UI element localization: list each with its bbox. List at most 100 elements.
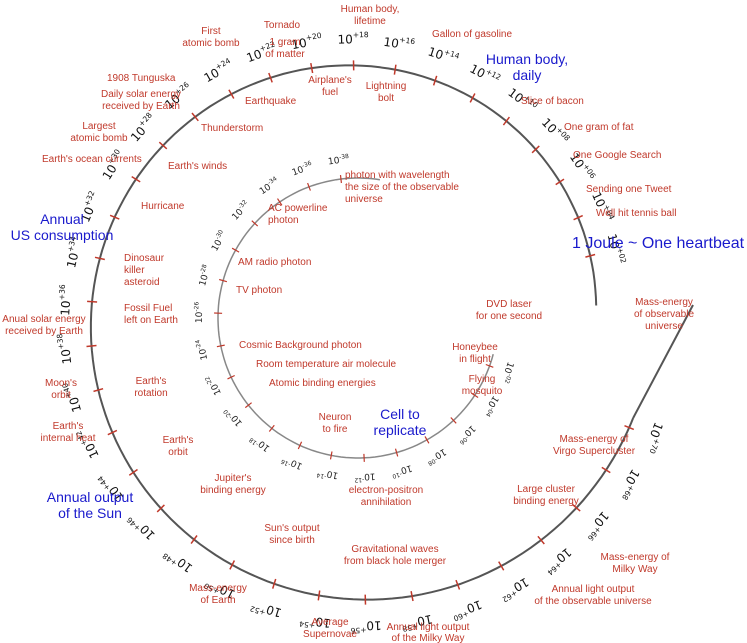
outer-tick-mark bbox=[624, 425, 635, 431]
outer-spiral-tail bbox=[632, 304, 694, 419]
outer-tick-mark bbox=[317, 590, 321, 601]
inner-tick-label: 10-16 bbox=[280, 453, 304, 473]
outer-tick-mark bbox=[432, 75, 438, 86]
annotation-tennis-ball: Well hit tennis ball bbox=[596, 208, 676, 219]
inner-tick-mark bbox=[216, 344, 225, 348]
outer-tick-mark bbox=[455, 579, 461, 590]
annotation-gasoline: Gallon of gasoline bbox=[432, 29, 512, 40]
inner-tick-label: 10-34 bbox=[257, 175, 281, 197]
annotation-human-lifetime: Human body,lifetime bbox=[341, 4, 400, 27]
inner-tick-mark bbox=[485, 363, 494, 368]
outer-tick-mark bbox=[228, 89, 235, 99]
outer-tick-mark bbox=[469, 93, 476, 103]
inner-tick-label: 10-12 bbox=[354, 470, 376, 483]
outer-tick-mark bbox=[128, 468, 138, 476]
outer-tick-label: 10+58 bbox=[400, 612, 434, 634]
annotation-tv-photon: TV photon bbox=[236, 285, 282, 296]
outer-tick-mark bbox=[156, 504, 165, 513]
outer-tick-mark bbox=[555, 178, 565, 186]
outer-tick-mark bbox=[93, 387, 104, 393]
outer-tick-label: 10+40 bbox=[60, 380, 84, 414]
annotation-tornado: Tornado bbox=[264, 20, 301, 31]
outer-tick-mark bbox=[572, 504, 581, 512]
outer-tick-mark bbox=[498, 561, 505, 571]
inner-arc bbox=[217, 177, 494, 459]
outer-tick-mark bbox=[502, 116, 510, 126]
outer-tick-label: 10+38 bbox=[55, 332, 74, 365]
inner-tick-mark bbox=[227, 374, 235, 380]
annotation-atomic-binding: Atomic binding energies bbox=[269, 378, 376, 389]
outer-tick-label: 10+46 bbox=[125, 510, 158, 544]
outer-tick-label: 10+68 bbox=[614, 467, 644, 502]
outer-tick-mark bbox=[109, 214, 120, 220]
inner-tick-mark bbox=[307, 182, 311, 191]
outer-tick-mark bbox=[531, 145, 540, 154]
outer-tick-mark bbox=[107, 429, 118, 436]
outer-tick-label: 10+36 bbox=[56, 284, 74, 316]
inner-tick-label: 10-38 bbox=[327, 153, 350, 168]
outer-tick-label: 10+34 bbox=[62, 235, 85, 269]
inner-tick-label: 10-24 bbox=[194, 338, 210, 361]
outer-tick-mark bbox=[601, 466, 611, 474]
annotation-tunguska: 1908 Tunguska bbox=[107, 73, 176, 84]
annotation-thunderstorm: Thunderstorm bbox=[201, 123, 263, 134]
outer-tick-mark bbox=[585, 253, 596, 258]
outer-tick-label: 10+70 bbox=[641, 420, 668, 455]
outer-tick-mark bbox=[537, 535, 545, 545]
outer-tick-mark bbox=[190, 535, 198, 545]
outer-tick-mark bbox=[158, 141, 168, 150]
inner-tick-mark bbox=[450, 417, 457, 424]
outer-tick-mark bbox=[573, 214, 584, 221]
inner-tick-mark bbox=[329, 451, 333, 460]
annotation-bacon: Slice of bacon bbox=[521, 96, 584, 107]
outer-tick-label: 10+64 bbox=[541, 545, 575, 577]
outer-tick-label: 10+28 bbox=[127, 110, 160, 144]
inner-tick-mark bbox=[471, 392, 479, 399]
outer-tick-mark bbox=[229, 560, 236, 570]
outer-tick-label: 10+54 bbox=[298, 612, 331, 632]
outer-tick-mark bbox=[86, 344, 97, 348]
outer-tick-mark bbox=[310, 62, 314, 74]
outer-tick-mark bbox=[271, 578, 277, 589]
annotation-gram-of-fat: One gram of fat bbox=[564, 122, 634, 133]
outer-tick-label: 10+56 bbox=[350, 618, 382, 635]
outer-tick-label: 10+16 bbox=[383, 33, 416, 53]
annotation-earthquake: Earthquake bbox=[245, 96, 297, 107]
inner-tick-mark bbox=[394, 448, 399, 457]
spiral-layer bbox=[89, 64, 694, 601]
inner-tick-label: 10-22 bbox=[204, 373, 224, 397]
annotation-hurricane: Hurricane bbox=[141, 201, 185, 212]
outer-tick-mark bbox=[393, 64, 397, 75]
inner-tick-label: 10-14 bbox=[316, 466, 339, 482]
annotation-tweet: Sending one Tweet bbox=[586, 184, 672, 195]
outer-tick-label: 10+20 bbox=[290, 31, 324, 52]
inner-tick-mark bbox=[219, 278, 228, 283]
inner-tick-mark bbox=[424, 436, 430, 444]
outer-tick-label: 10+62 bbox=[497, 575, 532, 605]
annotation-am-radio: AM radio photon bbox=[238, 257, 311, 268]
outer-tick-label: 10+14 bbox=[426, 43, 461, 68]
